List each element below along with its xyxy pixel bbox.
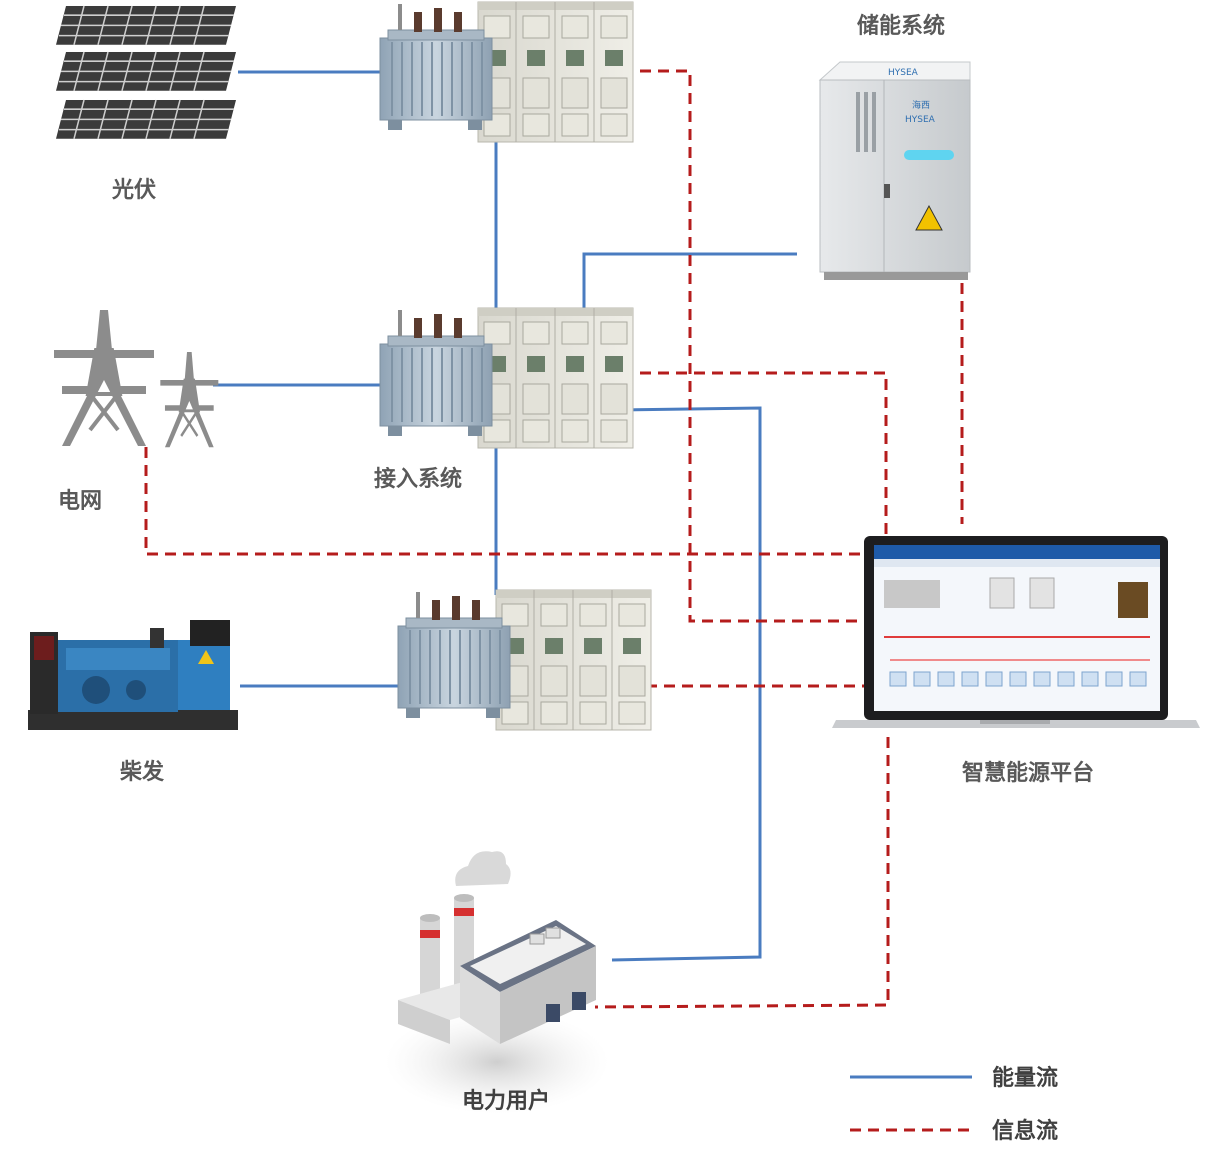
storage-brand-line2: HYSEA [905,115,936,125]
grid-label: 电网 [58,489,102,514]
diesel-generator-icon [28,620,238,730]
pv-label: 光伏 [111,177,156,203]
access-system-label: 接入系统 [374,466,462,492]
info-flow-lines [144,69,964,1009]
substation-diesel-icon [397,589,652,731]
energy-flow-lines [213,70,797,962]
storage-brand-top: HYSEA [888,68,919,78]
power-user-factory-icon [385,851,609,1114]
grid-tower-icon [52,308,220,449]
energy-storage-cabinet-icon: HYSEA 海西 HYSEA [818,61,971,280]
platform-label: 智慧能源平台 [962,760,1094,786]
storage-brand-line1: 海西 [912,99,930,111]
substation-pv-icon [379,1,634,143]
legend-info-label: 信息流 [992,1118,1058,1144]
diesel-label: 柴发 [119,759,165,785]
substation-access-icon [379,307,634,449]
legend: 能量流 信息流 [850,1065,1058,1144]
storage-label: 储能系统 [857,13,945,39]
energy-platform-laptop-icon [832,536,1200,728]
pv-array-icon [55,5,237,140]
legend-energy-label: 能量流 [992,1065,1058,1091]
power-user-label: 电力用户 [462,1088,550,1114]
